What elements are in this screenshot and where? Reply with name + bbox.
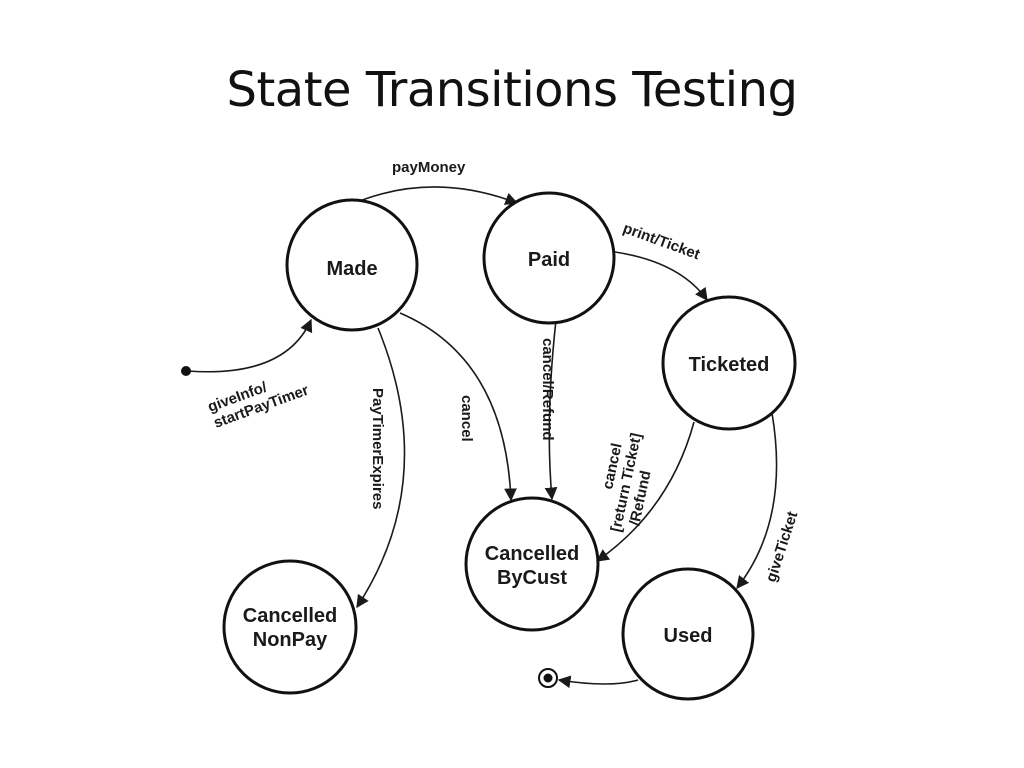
state-cancelled-nonpay-line1: Cancelled <box>243 605 337 627</box>
edge-cancel-refund <box>544 319 558 501</box>
label-cancel-made: cancel <box>458 395 475 442</box>
label-cancel-refund: cancel/Refund <box>539 338 556 441</box>
state-used-label: Used <box>664 625 713 647</box>
label-print-ticket: print/Ticket <box>621 220 703 264</box>
state-cancelled-nonpay: Cancelled NonPay <box>222 559 358 695</box>
state-made: Made <box>285 198 419 332</box>
edge-give-info <box>187 318 313 373</box>
label-give-ticket: giveTicket <box>763 509 802 584</box>
edge-pay-money <box>349 186 519 206</box>
edge-print-ticket <box>614 251 708 302</box>
state-paid-label: Paid <box>528 249 570 271</box>
edge-pay-timer-expires <box>356 327 406 609</box>
state-cancelled-nonpay-line2: NonPay <box>253 629 328 651</box>
edge-give-ticket <box>736 412 778 590</box>
label-pay-money: payMoney <box>392 159 466 176</box>
label-give-info: giveInfo/ startPayTimer <box>206 378 312 431</box>
label-cancel-return-ticket: cancel [return Ticket] /Refund <box>599 432 654 534</box>
final-state-marker <box>538 668 558 688</box>
edge-cancel-return-ticket <box>595 421 695 562</box>
edge-final <box>557 675 639 689</box>
label-pay-timer-expires: PayTimerExpires <box>369 388 386 509</box>
slide-title: State Transitions Testing <box>226 62 798 118</box>
state-cancelled-bycust-line2: ByCust <box>497 567 567 589</box>
state-cancelled-bycust: Cancelled ByCust <box>464 496 600 632</box>
state-ticketed-label: Ticketed <box>689 354 770 376</box>
initial-state-dot <box>181 366 191 376</box>
edge-cancel-made <box>399 312 517 502</box>
state-made-label: Made <box>326 258 377 280</box>
state-paid: Paid <box>482 191 616 325</box>
state-used: Used <box>621 567 755 701</box>
state-ticketed: Ticketed <box>661 295 797 431</box>
state-cancelled-bycust-line1: Cancelled <box>485 543 579 565</box>
